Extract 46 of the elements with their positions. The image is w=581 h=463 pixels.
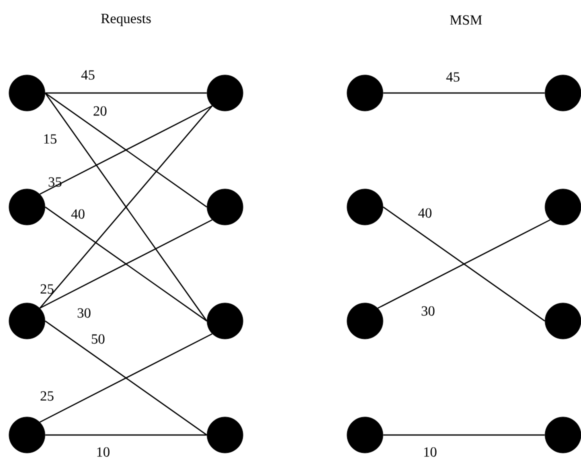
weight-label: 50 — [92, 334, 104, 344]
graph-title: Requests — [101, 14, 151, 26]
edge-line — [44, 320, 208, 436]
weight-label: 10 — [97, 447, 110, 457]
weight-label: 40 — [418, 208, 432, 218]
vertex-dot — [346, 74, 384, 112]
vertex-dot — [346, 416, 384, 454]
edge-line — [45, 92, 207, 94]
edge-line — [44, 206, 208, 322]
edge-line — [382, 206, 546, 322]
vertex-dot — [544, 416, 581, 454]
weight-label: 15 — [44, 134, 56, 144]
weight-label: 30 — [78, 308, 90, 318]
vertex-dot — [544, 74, 581, 112]
vertex-dot — [8, 302, 46, 340]
vertex-dot — [206, 416, 244, 454]
edge-line — [40, 333, 212, 423]
edge-line — [378, 219, 550, 309]
weight-label: 25 — [40, 284, 54, 294]
edge-line — [45, 434, 207, 436]
graph-title: MSM — [450, 15, 482, 25]
vertex-dot — [206, 74, 244, 112]
edge-line — [44, 92, 208, 208]
edge-line — [40, 219, 212, 309]
weight-label: 20 — [94, 106, 106, 116]
edge-line — [44, 92, 208, 322]
vertex-dot — [8, 188, 46, 226]
vertex-dot — [544, 188, 581, 226]
vertex-dot — [206, 302, 244, 340]
edge-line — [40, 105, 212, 195]
weight-label: 30 — [422, 306, 434, 316]
vertex-dot — [544, 302, 581, 340]
weight-label: 45 — [446, 72, 460, 82]
edge-line — [383, 92, 545, 94]
weight-label: 35 — [48, 177, 62, 187]
vertex-dot — [8, 74, 46, 112]
vertex-dot — [206, 188, 244, 226]
vertex-dot — [346, 302, 384, 340]
weight-label: 40 — [71, 209, 84, 219]
weight-label: 25 — [40, 391, 54, 401]
vertex-dot — [346, 188, 384, 226]
weight-label: 10 — [424, 447, 436, 457]
edge-line — [383, 434, 545, 436]
weight-label: 45 — [81, 70, 94, 80]
vertex-dot — [8, 416, 46, 454]
edge-line — [39, 105, 213, 308]
